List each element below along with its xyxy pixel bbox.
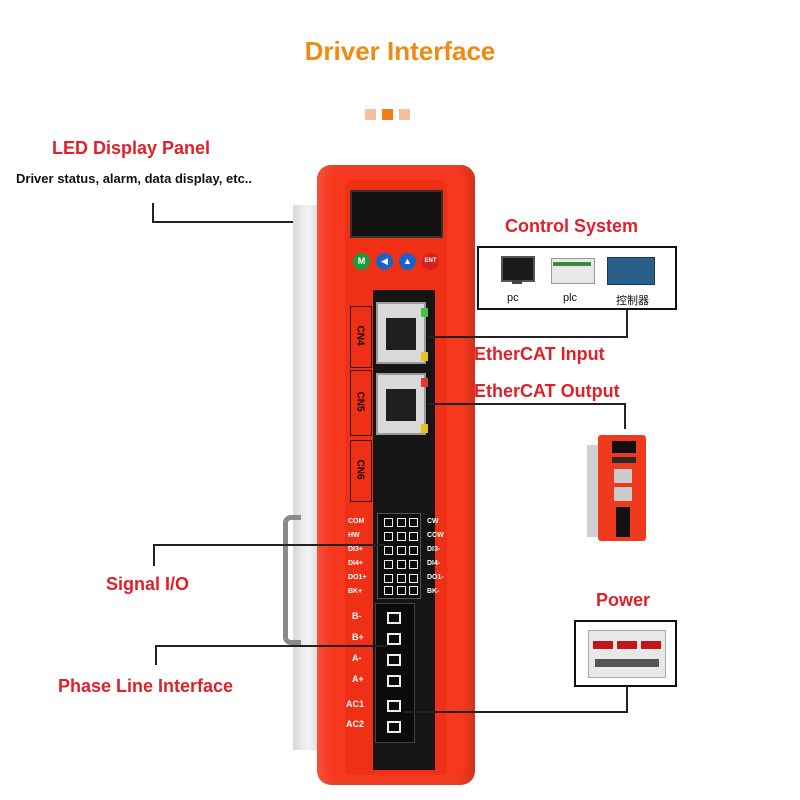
pc-caption: pc: [507, 292, 519, 304]
controller-board-icon: [607, 257, 655, 285]
next-driver-thumbnail: [598, 435, 646, 541]
phase-label: AC2: [346, 719, 365, 729]
cn5-label: CN5: [354, 391, 366, 412]
phase-label: A-: [352, 653, 362, 663]
ethercat-output-port[interactable]: [376, 373, 426, 435]
pin-label: BK-: [427, 588, 440, 595]
page-title: Driver Interface: [304, 36, 496, 66]
control-system-title: Control System: [505, 216, 639, 236]
phase-power-connector[interactable]: [375, 603, 415, 743]
led-display: [350, 190, 443, 238]
cn6-label-box: CN6: [350, 440, 372, 502]
phase-label: AC1: [346, 699, 365, 709]
pin-label: HW: [348, 532, 360, 539]
power-supply-box: [574, 620, 677, 687]
cn5-label-box: CN5: [350, 370, 372, 436]
decor-dot: [365, 109, 376, 120]
power-label: Power: [596, 590, 651, 610]
leader-line: [428, 336, 628, 338]
left-button[interactable]: ◀: [376, 253, 393, 270]
cn4-label-box: CN4: [350, 306, 372, 368]
pc-monitor-icon: [501, 256, 535, 282]
phase-label: B-: [352, 611, 362, 621]
pin-label: CW: [427, 518, 439, 525]
leader-line: [624, 403, 626, 429]
plc-caption: plc: [563, 292, 578, 304]
din-rail-clip: [283, 515, 301, 645]
status-led: [421, 424, 428, 433]
pin-label: COM: [348, 518, 365, 525]
led-panel-desc: Driver status, alarm, data display, etc.…: [16, 171, 253, 186]
plc-terminal-strip: [553, 262, 591, 266]
ethercat-input-label: EtherCAT Input: [474, 344, 605, 364]
up-button[interactable]: ▲: [399, 253, 416, 270]
ent-button[interactable]: ENT: [422, 253, 439, 270]
pin-label: DI3+: [348, 546, 363, 553]
pc-stand-icon: [512, 280, 522, 284]
pin-label: DI3-: [427, 546, 441, 553]
phase-label: B+: [352, 632, 364, 642]
leader-line: [626, 309, 628, 337]
pin-label: DI4+: [348, 560, 363, 567]
leader-line: [404, 711, 628, 713]
phase-label: A+: [352, 674, 364, 684]
leader-line: [152, 221, 348, 223]
pin-label: BK+: [348, 588, 363, 595]
signal-io-label: Signal I/O: [106, 574, 190, 594]
m-button[interactable]: M: [353, 253, 370, 270]
pin-label: DI4-: [427, 560, 441, 567]
status-led: [421, 352, 428, 361]
power-supply-icon: [588, 630, 666, 678]
status-led: [421, 308, 428, 317]
control-system-box: pc plc 控制器: [477, 246, 677, 310]
cn4-label: CN4: [354, 325, 366, 346]
leader-line: [153, 544, 385, 546]
pin-label: DO1-: [427, 574, 444, 581]
leader-line: [155, 645, 157, 665]
leader-line: [155, 645, 387, 647]
pin-label: DO1+: [348, 574, 367, 581]
controller-caption: 控制器: [616, 295, 649, 307]
leader-line: [626, 686, 628, 713]
pin-label: CCW: [427, 532, 444, 539]
cn6-label: CN6: [354, 459, 366, 480]
leader-line: [152, 203, 154, 223]
leader-line: [428, 403, 626, 405]
decor-dot: [399, 109, 410, 120]
led-panel-title: LED Display Panel: [52, 138, 211, 158]
phase-line-label: Phase Line Interface: [58, 676, 234, 696]
ethercat-input-port[interactable]: [376, 302, 426, 364]
signal-io-connector[interactable]: [377, 513, 421, 599]
decor-dot: [382, 109, 393, 120]
ethercat-output-label: EtherCAT Output: [474, 381, 620, 401]
status-led: [421, 378, 428, 387]
leader-line: [153, 544, 155, 566]
next-driver-heatsink: [587, 445, 600, 537]
